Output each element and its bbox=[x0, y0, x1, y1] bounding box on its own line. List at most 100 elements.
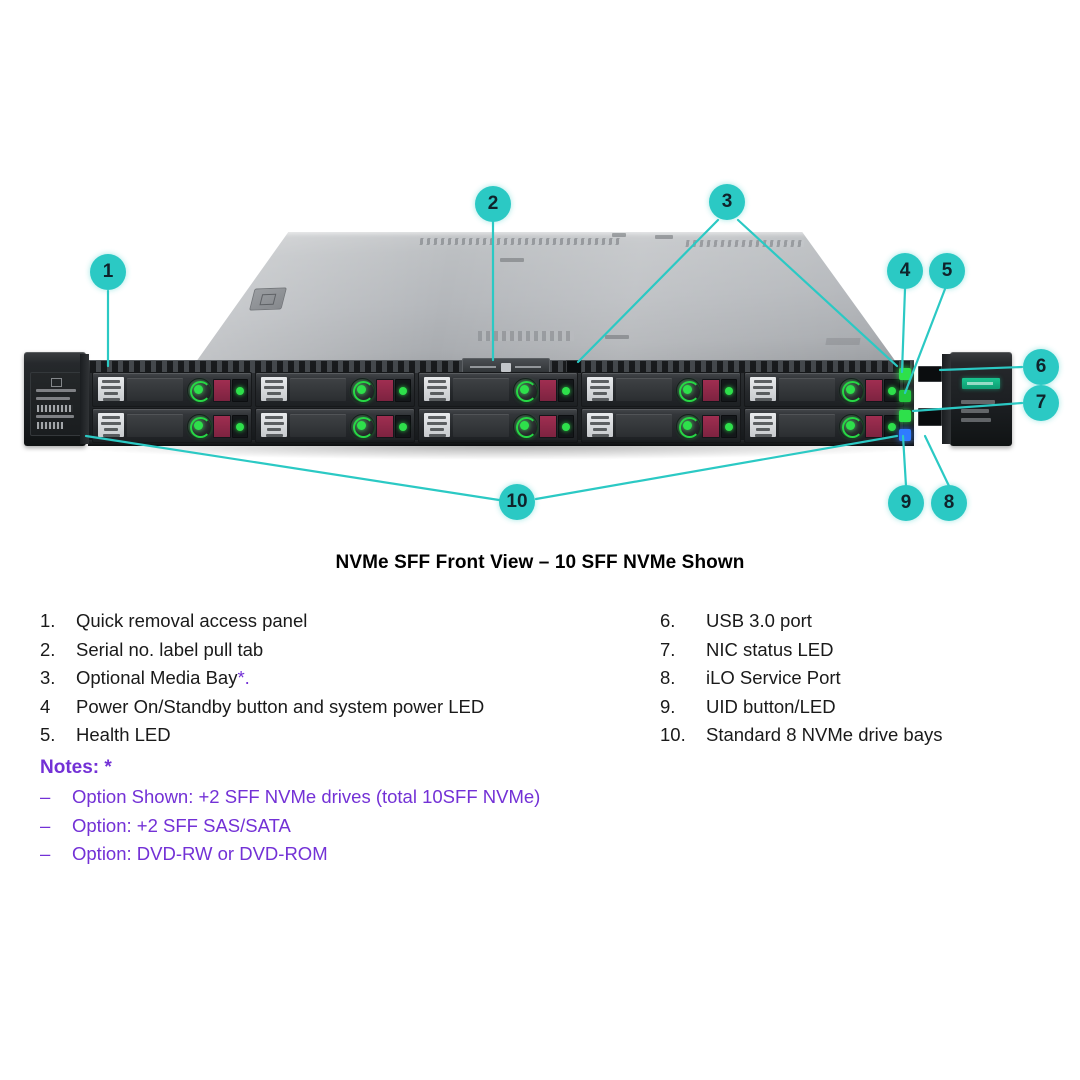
drive-color-marker bbox=[539, 415, 557, 438]
drive-label bbox=[424, 377, 450, 401]
drive-body bbox=[779, 414, 835, 437]
drive-body bbox=[127, 414, 183, 437]
callout-1[interactable]: 1 bbox=[90, 254, 126, 290]
drive-latch-icon[interactable] bbox=[187, 378, 212, 403]
drive-color-marker bbox=[213, 379, 231, 402]
drive-color-marker bbox=[539, 379, 557, 402]
legend-text: NIC status LED bbox=[706, 638, 834, 660]
drive-color-marker bbox=[702, 415, 720, 438]
leader-10b bbox=[534, 434, 899, 501]
callout-10[interactable]: 10 bbox=[499, 484, 535, 520]
ilo-service-port[interactable] bbox=[918, 408, 942, 426]
drive-latch-icon[interactable] bbox=[513, 378, 538, 403]
callout-2[interactable]: 2 bbox=[475, 186, 511, 222]
leader-5 bbox=[903, 287, 947, 395]
drive-latch-icon[interactable] bbox=[350, 378, 375, 403]
health-led bbox=[899, 390, 911, 402]
drive-carrier[interactable] bbox=[744, 372, 904, 407]
drive-body bbox=[453, 378, 509, 401]
drive-body bbox=[290, 414, 346, 437]
leader-10a bbox=[84, 434, 501, 502]
drive-label bbox=[98, 377, 124, 401]
drive-color-marker bbox=[213, 415, 231, 438]
drive-carrier[interactable] bbox=[92, 408, 252, 443]
right-ear-hinge bbox=[942, 354, 951, 444]
drive-label bbox=[750, 377, 776, 401]
drive-carrier[interactable] bbox=[255, 372, 415, 407]
legend-text: Standard 8 NVMe drive bays bbox=[706, 724, 943, 745]
legend-column-right: 6. USB 3.0 port 7. NIC status LED 8. iLO… bbox=[660, 610, 1060, 753]
drive-color-marker bbox=[865, 415, 883, 438]
top-cover-label bbox=[478, 331, 574, 341]
drive-status-led bbox=[395, 415, 411, 438]
drive-carrier[interactable] bbox=[744, 408, 904, 443]
drive-body bbox=[127, 378, 183, 401]
drive-label bbox=[587, 413, 613, 437]
drive-body bbox=[779, 378, 835, 401]
callout-6[interactable]: 6 bbox=[1023, 349, 1059, 385]
legend-number: 2. bbox=[40, 638, 56, 660]
drive-bay-group bbox=[744, 372, 904, 443]
top-cover-marking bbox=[605, 335, 629, 339]
drive-body bbox=[453, 414, 509, 437]
legend-item-3: 3. Optional Media Bay*. bbox=[40, 667, 640, 696]
left-rack-ear bbox=[24, 352, 86, 446]
leader-9 bbox=[901, 434, 908, 488]
note-text: Option: DVD-RW or DVD-ROM bbox=[72, 843, 328, 864]
legend-column-left: 1. Quick removal access panel 2. Serial … bbox=[40, 610, 640, 753]
drop-shadow bbox=[60, 440, 940, 460]
note-item: – Option Shown: +2 SFF NVMe drives (tota… bbox=[40, 786, 740, 815]
legend-text: UID button/LED bbox=[706, 695, 836, 717]
drive-status-led bbox=[558, 415, 574, 438]
drive-carrier[interactable] bbox=[581, 372, 741, 407]
callout-8[interactable]: 8 bbox=[931, 485, 967, 521]
callout-5[interactable]: 5 bbox=[929, 253, 965, 289]
drive-carrier[interactable] bbox=[581, 408, 741, 443]
drive-latch-icon[interactable] bbox=[513, 414, 538, 439]
drive-latch-icon[interactable] bbox=[676, 414, 701, 439]
note-dash: – bbox=[40, 786, 51, 807]
drive-carrier[interactable] bbox=[418, 372, 578, 407]
chassis-bottom-lip bbox=[88, 440, 914, 446]
drive-color-marker bbox=[865, 379, 883, 402]
callout-7[interactable]: 7 bbox=[1023, 385, 1059, 421]
leader-7 bbox=[911, 401, 1024, 413]
notes-section: Notes: * – Option Shown: +2 SFF NVMe dri… bbox=[40, 757, 740, 872]
legend-number: 4 bbox=[40, 695, 51, 717]
drive-latch-icon[interactable] bbox=[187, 414, 212, 439]
legend-text: USB 3.0 port bbox=[706, 610, 812, 631]
drive-status-led bbox=[721, 415, 737, 438]
callout-3[interactable]: 3 bbox=[709, 184, 745, 220]
callout-4[interactable]: 4 bbox=[887, 253, 923, 289]
drive-latch-icon[interactable] bbox=[676, 378, 701, 403]
legend-item-5: 5. Health LED bbox=[40, 724, 640, 753]
uid-button-led[interactable] bbox=[899, 429, 911, 441]
usb-3-port[interactable] bbox=[918, 366, 942, 382]
left-ear-hinge bbox=[80, 354, 89, 444]
legend-item-10: 10. Standard 8 NVMe drive bays bbox=[660, 724, 1060, 753]
legend-text: iLO Service Port bbox=[706, 667, 841, 688]
drive-color-marker bbox=[702, 379, 720, 402]
legend-item-6: 6. USB 3.0 port bbox=[660, 610, 1060, 639]
legend-item-9: 9. UID button/LED bbox=[660, 696, 1060, 725]
legend-number: 1. bbox=[40, 610, 56, 631]
drive-bay-group bbox=[255, 372, 415, 443]
drive-label bbox=[261, 413, 287, 437]
drive-carrier[interactable] bbox=[92, 372, 252, 407]
drive-latch-icon[interactable] bbox=[350, 414, 375, 439]
callout-leader-lines bbox=[84, 218, 1024, 502]
legend-number: 6. bbox=[660, 610, 676, 631]
drive-latch-icon[interactable] bbox=[839, 378, 864, 403]
legend-item-2: 2. Serial no. label pull tab bbox=[40, 639, 640, 668]
drive-carrier[interactable] bbox=[418, 408, 578, 443]
drive-bay-group bbox=[581, 372, 741, 443]
callout-9[interactable]: 9 bbox=[888, 485, 924, 521]
note-dash: – bbox=[40, 843, 51, 864]
top-cover-marking bbox=[655, 235, 673, 239]
legend-text: Power On/Standby button and system power… bbox=[76, 695, 485, 717]
drive-body bbox=[616, 414, 672, 437]
drive-carrier[interactable] bbox=[255, 408, 415, 443]
legend-item-4: 4 Power On/Standby button and system pow… bbox=[40, 696, 640, 725]
note-text: Option Shown: +2 SFF NVMe drives (total … bbox=[72, 786, 541, 807]
drive-latch-icon[interactable] bbox=[839, 414, 864, 439]
